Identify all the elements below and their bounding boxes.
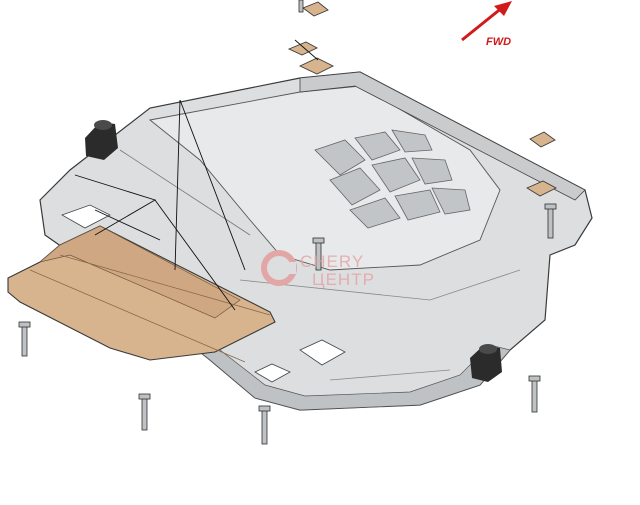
stamped-pattern bbox=[314, 129, 471, 229]
rear-brackets bbox=[287, 1, 557, 197]
bolt-icon bbox=[18, 0, 557, 445]
auxiliary-bracket-plate bbox=[7, 225, 276, 363]
callout-lines bbox=[74, 39, 319, 311]
watermark-line2: ЦЕНТР bbox=[312, 270, 375, 289]
fwd-indicator: FWD bbox=[461, 1, 512, 48]
fwd-arrow-icon bbox=[461, 1, 512, 42]
watermark: CHERY ЦЕНТР bbox=[261, 250, 375, 289]
watermark-line1: CHERY bbox=[300, 252, 364, 271]
mounting-block-icon bbox=[85, 120, 502, 382]
fwd-label: FWD bbox=[486, 36, 511, 48]
watermark-logo-icon bbox=[261, 250, 297, 286]
